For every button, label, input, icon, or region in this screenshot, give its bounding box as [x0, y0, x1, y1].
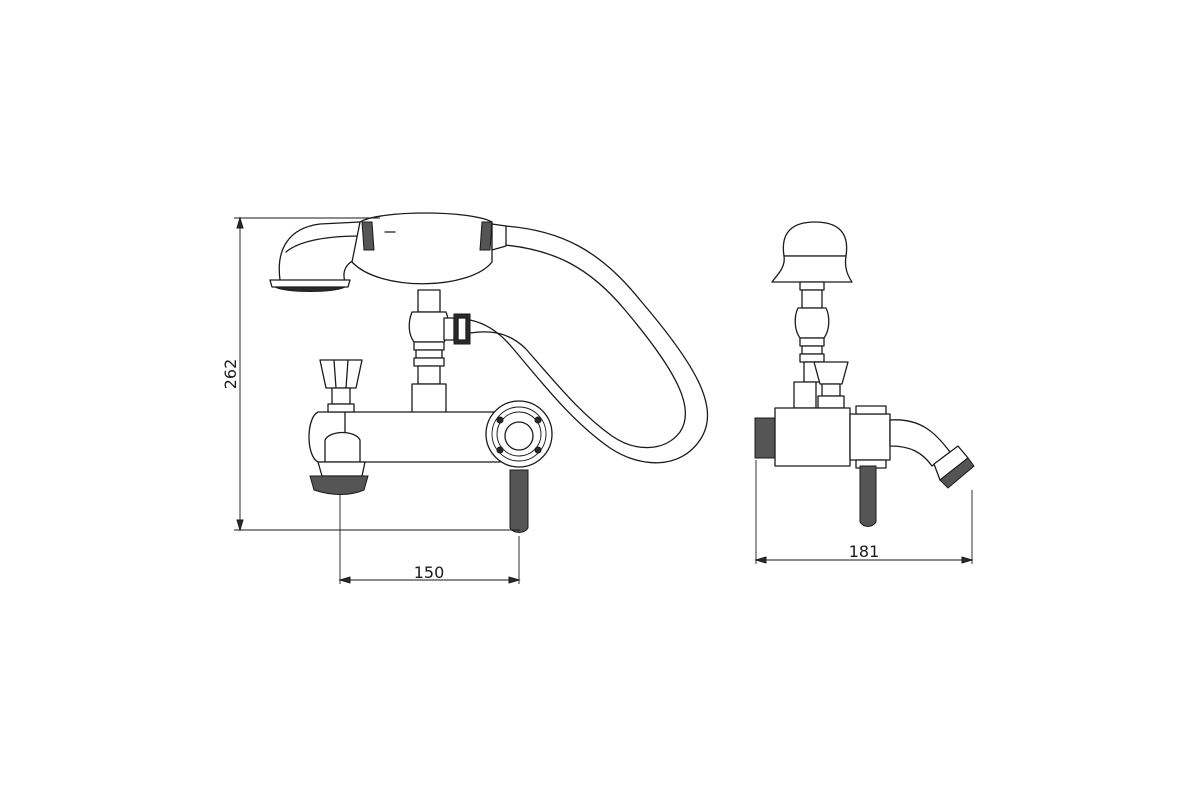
riser-column — [408, 289, 471, 422]
side-view: 181 — [754, 221, 975, 564]
shower-hose — [469, 225, 708, 464]
handset-body — [351, 212, 507, 285]
dimension-lines-front — [234, 216, 521, 584]
mixer-body — [308, 359, 501, 495]
dimension-depth-label: 181 — [849, 542, 880, 561]
dimension-width-label: 150 — [414, 563, 445, 582]
dimension-height-label: 262 — [221, 359, 240, 390]
hand-shower-head — [269, 221, 361, 292]
side-tap-handle — [793, 361, 849, 409]
side-mixer-body — [754, 405, 975, 527]
side-handset — [771, 221, 853, 383]
mixer-knob — [485, 400, 553, 533]
dimension-lines-side — [754, 460, 974, 564]
front-view: 262 150 — [221, 212, 708, 584]
